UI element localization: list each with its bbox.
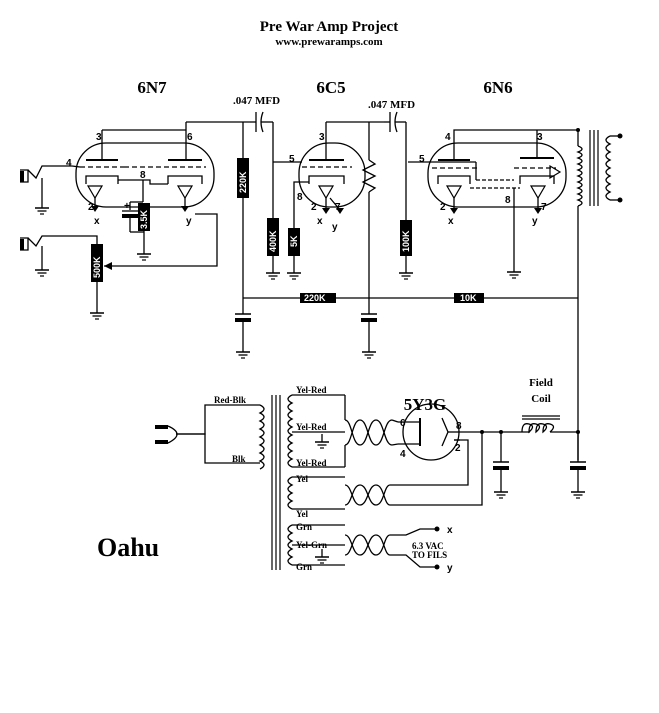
- tube-6n7: [75, 121, 250, 212]
- rect-pin-6: 6: [400, 418, 406, 429]
- v2-pin-3: 3: [319, 132, 325, 143]
- v2-pin-x: x: [317, 216, 323, 227]
- heater-bottom-label: Grn: [296, 562, 312, 572]
- cap-1-label: .047 MFD: [233, 95, 280, 107]
- v2-pin-8: 8: [297, 192, 303, 203]
- ac-plug: [155, 404, 260, 464]
- heater-out-y: y: [447, 563, 453, 574]
- tube-label-6n6: 6N6: [483, 78, 512, 97]
- heater-note-1: 6.3 VAC: [412, 541, 444, 551]
- fil-bottom-label: Yel: [296, 509, 308, 519]
- v1-pin-4: 4: [66, 158, 72, 169]
- rect-pin-4: 4: [400, 449, 406, 460]
- resistor-3.5k-label: 3.5K: [139, 209, 149, 229]
- sec-ct-label: Yel-Red: [296, 422, 327, 432]
- twisted-leads: [344, 419, 483, 570]
- resistor-10k-label: 10K: [460, 293, 477, 303]
- input-jack-2: [20, 235, 98, 277]
- svg-text:+: +: [124, 201, 130, 212]
- tube-5y3g: [398, 403, 530, 461]
- sec-top-label: Yel-Red: [296, 385, 327, 395]
- tube-6n6: [408, 132, 567, 264]
- v1-pin-6: 6: [187, 132, 193, 143]
- coupling-cap-1: [250, 111, 274, 218]
- cap-2-label: .047 MFD: [368, 99, 415, 111]
- power-transformer: [258, 394, 346, 570]
- v1-pin-2: 2: [88, 202, 94, 213]
- v2-pin-5: 5: [289, 154, 295, 165]
- resistor-400k-label: 400K: [268, 230, 278, 252]
- tube-label-5y3g: 5Y3G: [404, 395, 447, 414]
- tube-label-6n7: 6N7: [137, 78, 167, 97]
- resistor-100k-label: 100K: [401, 230, 411, 252]
- v3-pin-3: 3: [537, 132, 543, 143]
- resistor-100k: [400, 220, 412, 256]
- resistor-5k-label: 5K: [289, 235, 299, 247]
- field-coil-label-2: Coil: [531, 393, 551, 405]
- tube-6c5: [293, 121, 384, 228]
- v2-pin-y: y: [332, 222, 338, 233]
- cathode-network-v1: + 3.5K: [122, 200, 152, 261]
- v1-pin-x: x: [94, 216, 100, 227]
- resistor-400k: [267, 218, 279, 256]
- v3-pin-8: 8: [505, 195, 511, 206]
- v3-pin-5: 5: [419, 154, 425, 165]
- sec-bottom-label: Yel-Red: [296, 458, 327, 468]
- v1-pin-y: y: [186, 216, 192, 227]
- rect-pin-8: 8: [456, 421, 462, 432]
- tube-label-6c5: 6C5: [316, 78, 345, 97]
- coupling-cap-2: [384, 111, 407, 220]
- field-coil: [521, 415, 580, 434]
- heater-out-x: x: [447, 525, 453, 536]
- v2-pin-7: 7: [335, 202, 341, 213]
- resistor-220k-v: [237, 158, 249, 198]
- heater-top-label: Grn: [296, 522, 312, 532]
- primary-bottom-label: Blk: [232, 454, 246, 464]
- v3-pin-4: 4: [445, 132, 451, 143]
- heater-ct-label: Yel-Grn: [296, 540, 327, 550]
- v3-pin-7: 7: [541, 202, 547, 213]
- resistor-5k: [288, 228, 300, 256]
- brand-oahu: Oahu: [97, 533, 159, 562]
- resistor-220k-v-label: 220K: [238, 171, 248, 193]
- v3-pin-x: x: [448, 216, 454, 227]
- primary-top-label: Red-Blk: [214, 395, 246, 405]
- v2-pin-2: 2: [311, 202, 317, 213]
- fil-top-label: Yel: [296, 474, 308, 484]
- v3-pin-2: 2: [440, 202, 446, 213]
- field-coil-label-1: Field: [529, 377, 553, 389]
- volume-pot-500k: 500K: [89, 213, 218, 320]
- resistor-500k-label: 500K: [92, 256, 102, 278]
- website-url: www.prewaramps.com: [275, 36, 382, 48]
- plate-load-resistor: [361, 122, 377, 298]
- resistor-220k-h-label: 220K: [304, 293, 326, 303]
- output-transformer: [453, 128, 623, 298]
- input-jack-1: [20, 165, 72, 215]
- rect-pin-2: 2: [455, 443, 461, 454]
- v1-pin-8: 8: [140, 170, 146, 181]
- heater-note-2: TO FILS: [412, 550, 447, 560]
- v3-pin-y: y: [532, 216, 538, 227]
- page-title: Pre War Amp Project: [260, 19, 398, 35]
- v1-pin-3: 3: [96, 132, 102, 143]
